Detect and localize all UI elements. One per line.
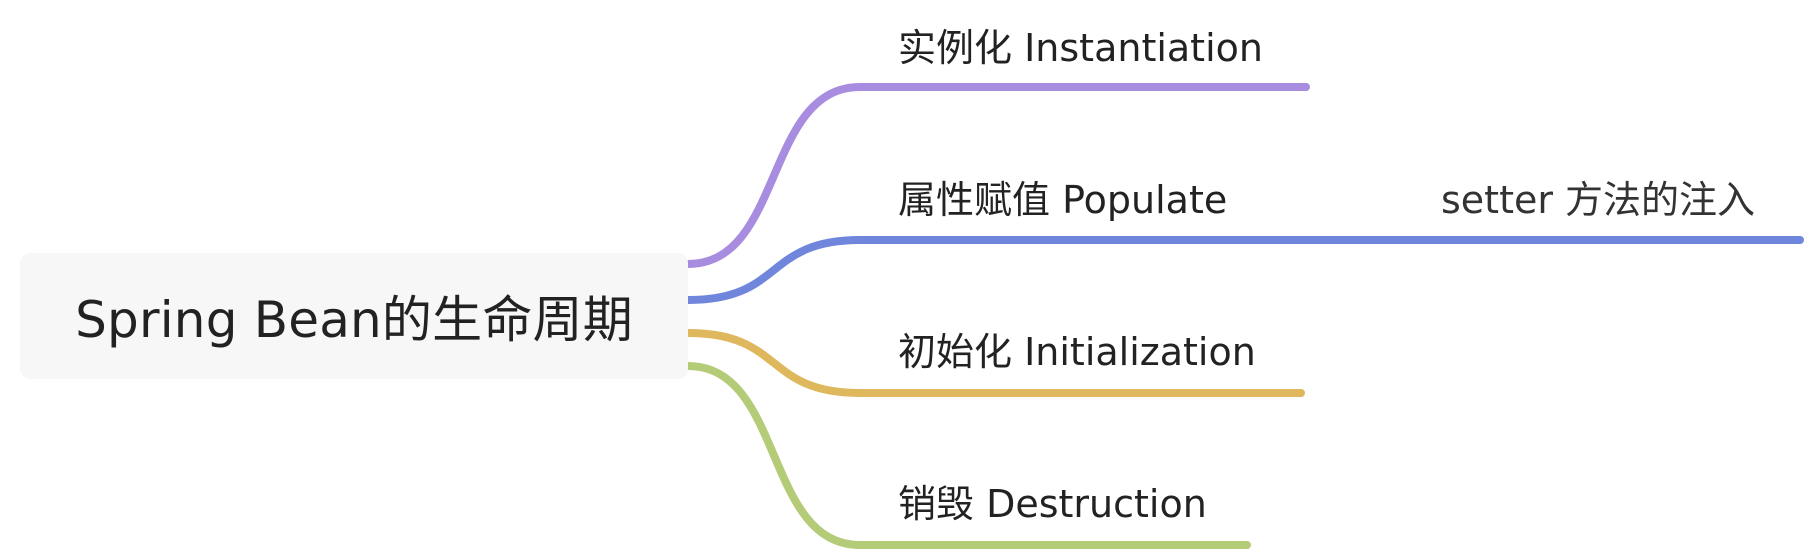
- connector-initialization: [684, 329, 1305, 397]
- connector-populate: [684, 236, 1804, 304]
- connector-destruction: [684, 362, 1251, 549]
- branch-label-instantiation: 实例化 Instantiation: [898, 26, 1263, 70]
- root-node-label: Spring Bean的生命周期: [75, 291, 633, 349]
- root-node[interactable]: Spring Bean的生命周期: [20, 253, 688, 379]
- branch-label-initialization: 初始化 Initialization: [898, 330, 1256, 374]
- branch-label-populate: 属性赋值 Populate: [898, 178, 1228, 222]
- child-label-setter-injection: setter 方法的注入: [1441, 178, 1756, 222]
- branch-label-destruction: 销毁 Destruction: [898, 482, 1207, 526]
- connector-instantiation: [684, 83, 1310, 268]
